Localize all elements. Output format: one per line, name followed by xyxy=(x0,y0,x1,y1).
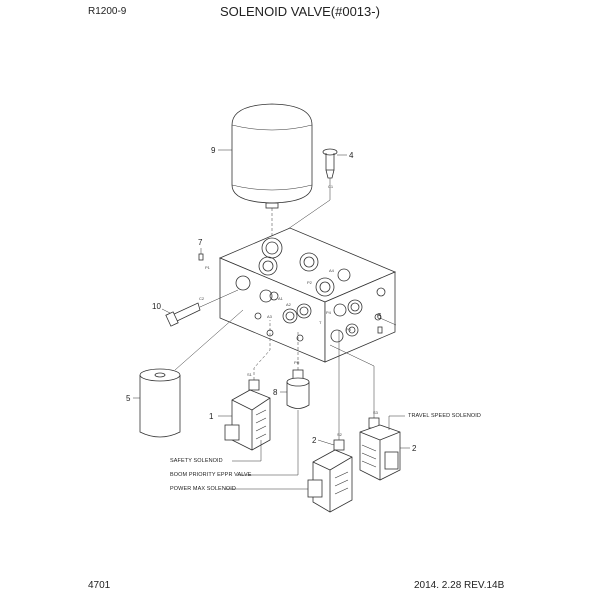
boom-priority-eppr-valve-part-8 xyxy=(237,330,310,476)
port-label: C1 xyxy=(328,184,334,189)
port-label: P4 xyxy=(326,310,331,315)
port-label: C2 xyxy=(199,296,205,301)
callout-6: 6 xyxy=(377,312,382,321)
label-power-max-solenoid: POWER MAX SOLENOID xyxy=(170,486,236,492)
power-max-solenoid-part-2 xyxy=(224,330,353,513)
model-number: R1200-9 xyxy=(88,6,127,17)
port-label: S1 xyxy=(247,372,252,377)
callout-1: 1 xyxy=(209,412,214,421)
revision-date: 2014. 2.28 REV.14B xyxy=(414,580,505,591)
callout-10: 10 xyxy=(152,302,161,311)
plug-part-4 xyxy=(271,148,347,241)
callout-9: 9 xyxy=(211,146,216,155)
callout-2-power-max: 2 xyxy=(312,436,317,445)
port-label: PR xyxy=(294,360,300,365)
port-label: A1 xyxy=(278,296,283,301)
port-label: A4 xyxy=(329,268,334,273)
port-label: A2 xyxy=(286,302,291,307)
port-label: P3 xyxy=(346,327,351,332)
port-label: A3 xyxy=(267,314,272,319)
callout-8: 8 xyxy=(273,388,278,397)
callout-7: 7 xyxy=(198,238,203,247)
valve-block xyxy=(218,227,397,363)
port-label: S2 xyxy=(337,432,342,437)
port-label: T xyxy=(319,320,322,325)
plug-part-7 xyxy=(198,253,204,261)
check-valve-part-10 xyxy=(161,289,239,327)
travel-speed-solenoid-part-2 xyxy=(329,344,410,481)
port-label: P1 xyxy=(205,265,210,270)
callout-2-travel: 2 xyxy=(412,444,417,453)
safety-solenoid-part-1 xyxy=(218,320,271,462)
page-number: 4701 xyxy=(88,580,111,591)
page-title: SOLENOID VALVE(#0013-) xyxy=(220,4,380,19)
plug-part-6 xyxy=(377,326,383,334)
callout-4: 4 xyxy=(349,151,354,160)
port-label: S3 xyxy=(373,410,378,415)
port-label: P2 xyxy=(307,280,312,285)
callout-5: 5 xyxy=(126,394,131,403)
label-boom-priority-eppr-valve: BOOM PRIORITY EPPR VALVE xyxy=(170,472,252,478)
label-travel-speed-solenoid: TRAVEL SPEED SOLENOID xyxy=(408,413,482,419)
filter-part-5 xyxy=(133,309,244,438)
label-safety-solenoid: SAFETY SOLENOID xyxy=(170,458,223,464)
